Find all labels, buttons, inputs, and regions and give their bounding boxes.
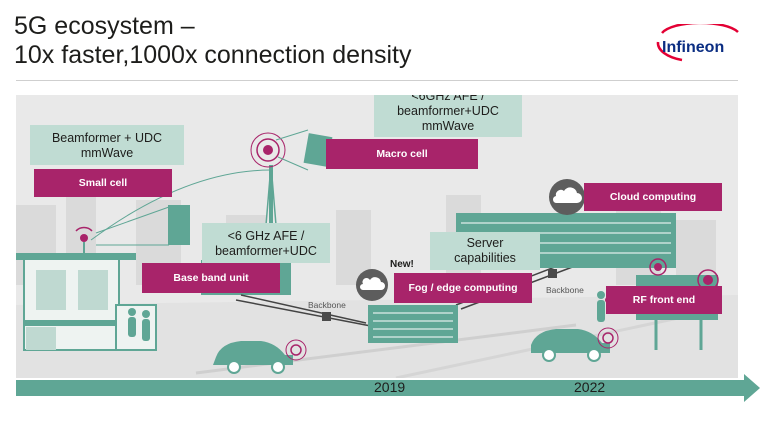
timeline-year-2019: 2019 (374, 379, 406, 395)
tag-rf-front-end: RF front end (606, 286, 722, 314)
tag-base-band-unit-text: Base band unit (173, 272, 249, 284)
callout-bbu-afe-text: <6 GHz AFE / beamformer+UDC (215, 229, 317, 258)
tag-rf-front-end-text: RF front end (632, 294, 696, 306)
callout-macro-afe-text: <6GHz AFE / beamformer+UDC mmWave (397, 95, 499, 133)
title-line-1: 5G ecosystem – (14, 12, 195, 40)
title-divider (16, 80, 738, 81)
backbone-node-2 (548, 269, 557, 278)
callout-beamformer-mmwave-text: Beamformer + UDC mmWave (51, 131, 163, 160)
backbone-label-1: Backbone (308, 300, 346, 310)
callout-beamformer-mmwave: Beamformer + UDC mmWave (30, 125, 184, 165)
person-icon (128, 308, 150, 341)
tag-macro-cell-text: Macro cell (376, 148, 428, 160)
tag-cloud-computing: Cloud computing (584, 183, 722, 211)
person-icon-right (597, 291, 605, 322)
brand-name: Infineon (662, 39, 724, 56)
timeline-arrow (16, 374, 760, 402)
timeline-year-2022: 2022 (574, 379, 606, 395)
title-line-2: 10x faster,1000x connection density (14, 41, 412, 69)
small-cell-antenna (75, 205, 190, 255)
tag-cloud-computing-text: Cloud computing (609, 191, 697, 203)
car-icon-left (213, 339, 307, 374)
new-badge: New! (390, 259, 414, 270)
tag-fog-edge-computing-text: Fog / edge computing (408, 282, 518, 294)
backbone-node-1 (322, 312, 331, 321)
page-title: 5G ecosystem – 10x faster,1000x connecti… (14, 12, 412, 70)
infineon-logo: Infineon (656, 24, 739, 62)
tag-base-band-unit: Base band unit (142, 263, 280, 293)
callout-bbu-afe: <6 GHz AFE / beamformer+UDC (202, 223, 330, 263)
tag-small-cell: Small cell (34, 169, 172, 197)
scene-background: Beamformer + UDC mmWave Small cell <6GHz… (16, 95, 738, 378)
car-icon-right (531, 327, 619, 362)
callout-macro-afe: <6GHz AFE / beamformer+UDC mmWave (374, 95, 522, 137)
callout-server-capabilities-text: Server capabilities (454, 236, 516, 265)
house (16, 253, 157, 351)
tag-fog-edge-computing: Fog / edge computing (394, 273, 532, 303)
tag-macro-cell: Macro cell (326, 139, 478, 169)
fog-edge-server (368, 305, 458, 343)
callout-server-capabilities: Server capabilities (430, 232, 540, 270)
tag-small-cell-text: Small cell (78, 177, 128, 189)
backbone-label-2: Backbone (546, 285, 584, 295)
